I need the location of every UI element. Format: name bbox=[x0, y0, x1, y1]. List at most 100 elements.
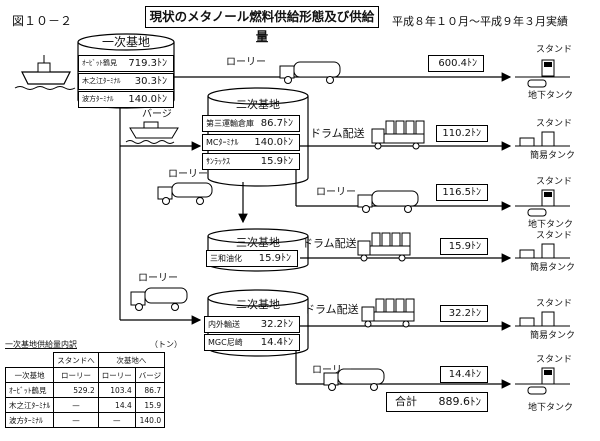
lorry-icon-tertiary bbox=[157, 182, 213, 205]
secondary-2-row-2-value: 14.4ﾄﾝ bbox=[260, 337, 293, 348]
primary-row-1-value: 719.3ﾄﾝ bbox=[128, 58, 167, 69]
flow-1-amount: 600.4ﾄﾝ bbox=[428, 55, 484, 72]
lorry-label-1: ローリー bbox=[226, 57, 266, 68]
primary-row-3-name: 波方ﾀｰﾐﾅﾙ bbox=[82, 95, 114, 103]
station-3-label: スタンド bbox=[536, 177, 573, 187]
table-row: 波方ﾀｰﾐﾅﾙ — — 140.0 bbox=[4, 412, 166, 428]
table-cell: — bbox=[53, 412, 99, 428]
tertiary-row-1-name: 三和油化 bbox=[210, 254, 242, 263]
flow-5-amount: 32.2ﾄﾝ bbox=[440, 305, 488, 322]
lorry-label-3: ローリー bbox=[168, 169, 208, 180]
secondary-base-2-title: 二次基地 bbox=[236, 298, 280, 311]
table-corner bbox=[5, 352, 55, 368]
station-pump-icon-5 bbox=[515, 311, 570, 327]
station-1-label: スタンド bbox=[536, 45, 573, 55]
drum-label-1: ドラム配送 bbox=[310, 127, 365, 140]
secondary-1-row-2: MCﾀｰﾐﾅﾙ 140.0ﾄﾝ bbox=[202, 134, 300, 151]
station-6-label: スタンド bbox=[536, 355, 573, 365]
table-cell: 86.7 bbox=[134, 382, 166, 398]
table-cell: — bbox=[53, 397, 99, 413]
col-header-base: 一次基地 bbox=[4, 367, 55, 383]
table-col-header-row: 一次基地 ローリー ローリー バージ bbox=[4, 367, 166, 383]
table-cell-base: ｵｰﾋﾞｯﾄ鶴見 bbox=[4, 382, 55, 398]
secondary-1-row-3: ｻﾝﾗｯｸｽ 15.9ﾄﾝ bbox=[202, 153, 300, 170]
primary-row-1-name: ｵｰﾋﾞｯﾄ鶴見 bbox=[82, 59, 117, 67]
secondary-2-row-2-name: MGC尼崎 bbox=[208, 338, 243, 347]
lorry-label-4: ローリー bbox=[138, 273, 178, 284]
lorry-label-2: ローリー bbox=[316, 187, 356, 198]
secondary-2-row-1-name: 内外輸送 bbox=[208, 320, 240, 329]
secondary-1-row-1: 第三運輸倉庫 86.7ﾄﾝ bbox=[202, 115, 300, 132]
drum-truck-icon-flow-5 bbox=[361, 298, 415, 328]
drum-truck-icon-flow-4 bbox=[357, 232, 411, 262]
primary-row-2-name: 木之江ﾀｰﾐﾅﾙ bbox=[82, 77, 121, 85]
secondary-1-row-2-value: 140.0ﾄﾝ bbox=[254, 137, 293, 148]
table-cell: 103.4 bbox=[97, 382, 136, 398]
lorry-icon-flow-6 bbox=[323, 368, 385, 391]
table-cell: — bbox=[97, 412, 136, 428]
lorry-icon-flow-3 bbox=[357, 190, 419, 213]
secondary-1-row-1-value: 86.7ﾄﾝ bbox=[260, 118, 293, 129]
supply-table-caption: 一次基地供給量内訳 bbox=[5, 340, 77, 349]
station-pump-icon-4 bbox=[515, 243, 570, 259]
drum-label-2: ドラム配送 bbox=[302, 237, 357, 250]
station-5-label: スタンド bbox=[536, 299, 573, 309]
table-cell-base: 木之江ﾀｰﾐﾅﾙ bbox=[4, 397, 55, 413]
group-header-secondary: 次基地へ bbox=[97, 352, 166, 368]
total-value: 889.6ﾄﾝ bbox=[438, 395, 482, 408]
secondary-1-row-3-value: 15.9ﾄﾝ bbox=[260, 156, 293, 167]
col-header-barge: バージ bbox=[134, 367, 166, 383]
lorry-icon-flow-1 bbox=[279, 61, 341, 84]
supply-table-unit: （トン） bbox=[150, 340, 182, 349]
flow-4-amount: 15.9ﾄﾝ bbox=[440, 238, 488, 255]
tertiary-row-1: 三和油化 15.9ﾄﾝ bbox=[206, 250, 298, 267]
barge-icon bbox=[125, 121, 179, 144]
primary-row-3: 波方ﾀｰﾐﾅﾙ 140.0ﾄﾝ bbox=[78, 91, 174, 108]
secondary-base-1-title: 二次基地 bbox=[236, 98, 280, 111]
table-cell-base: 波方ﾀｰﾐﾅﾙ bbox=[4, 412, 55, 428]
station-1-tank: 地下タンク bbox=[528, 91, 574, 101]
station-3-tank: 地下タンク bbox=[528, 220, 574, 230]
barge-label: バージ bbox=[142, 109, 172, 120]
station-pump-icon-6 bbox=[515, 367, 570, 395]
flow-3-amount: 116.5ﾄﾝ bbox=[436, 184, 488, 201]
secondary-2-row-2: MGC尼崎 14.4ﾄﾝ bbox=[204, 334, 300, 351]
primary-base-title: 一次基地 bbox=[101, 35, 150, 49]
secondary-2-row-1: 内外輸送 32.2ﾄﾝ bbox=[204, 316, 300, 333]
primary-row-2: 木之江ﾀｰﾐﾅﾙ 30.3ﾄﾝ bbox=[78, 73, 174, 90]
station-5-tank: 簡易タンク bbox=[530, 331, 576, 341]
station-2-tank: 簡易タンク bbox=[530, 151, 576, 161]
table-cell: 15.9 bbox=[134, 397, 166, 413]
table-cell: 140.0 bbox=[134, 412, 166, 428]
secondary-1-row-1-name: 第三運輸倉庫 bbox=[206, 119, 254, 128]
supply-breakdown-table: スタンドへ 次基地へ 一次基地 ローリー ローリー バージ ｵｰﾋﾞｯﾄ鶴見 5… bbox=[4, 352, 166, 428]
table-cell: 14.4 bbox=[97, 397, 136, 413]
lorry-icon-secondary-2 bbox=[130, 287, 188, 311]
primary-row-3-value: 140.0ﾄﾝ bbox=[128, 94, 167, 105]
secondary-2-row-1-value: 32.2ﾄﾝ bbox=[260, 319, 293, 330]
station-pump-icon-3 bbox=[515, 189, 570, 217]
diagram-title: 現状のメタノール燃料供給形態及び供給量 bbox=[145, 6, 379, 44]
table-row: 木之江ﾀｰﾐﾅﾙ — 14.4 15.9 bbox=[4, 397, 166, 413]
flow-2-amount: 110.2ﾄﾝ bbox=[436, 125, 488, 142]
tertiary-row-1-value: 15.9ﾄﾝ bbox=[258, 253, 291, 264]
primary-row-1: ｵｰﾋﾞｯﾄ鶴見 719.3ﾄﾝ bbox=[78, 55, 174, 72]
drum-truck-icon-flow-2 bbox=[371, 120, 425, 150]
station-pump-icon-1 bbox=[515, 59, 570, 88]
tanker-ship-icon bbox=[14, 55, 76, 90]
station-2-label: スタンド bbox=[536, 119, 573, 129]
station-4-tank: 簡易タンク bbox=[530, 263, 576, 273]
station-6-tank: 地下タンク bbox=[528, 403, 574, 413]
col-header-lorry-stand: ローリー bbox=[53, 367, 99, 383]
table-row: ｵｰﾋﾞｯﾄ鶴見 529.2 103.4 86.7 bbox=[4, 382, 166, 398]
station-4-label: スタンド bbox=[536, 231, 573, 241]
table-group-header-row: スタンドへ 次基地へ bbox=[5, 352, 166, 368]
flow-6-amount: 14.4ﾄﾝ bbox=[440, 366, 488, 383]
lorry-label-5: ローリー bbox=[312, 365, 352, 376]
secondary-1-row-2-name: MCﾀｰﾐﾅﾙ bbox=[206, 138, 239, 147]
table-cell: 529.2 bbox=[53, 382, 99, 398]
drum-label-3: ドラム配送 bbox=[304, 303, 359, 316]
col-header-lorry-secondary: ローリー bbox=[97, 367, 136, 383]
secondary-1-row-3-name: ｻﾝﾗｯｸｽ bbox=[206, 157, 230, 166]
total-label: 合計 bbox=[395, 395, 417, 408]
